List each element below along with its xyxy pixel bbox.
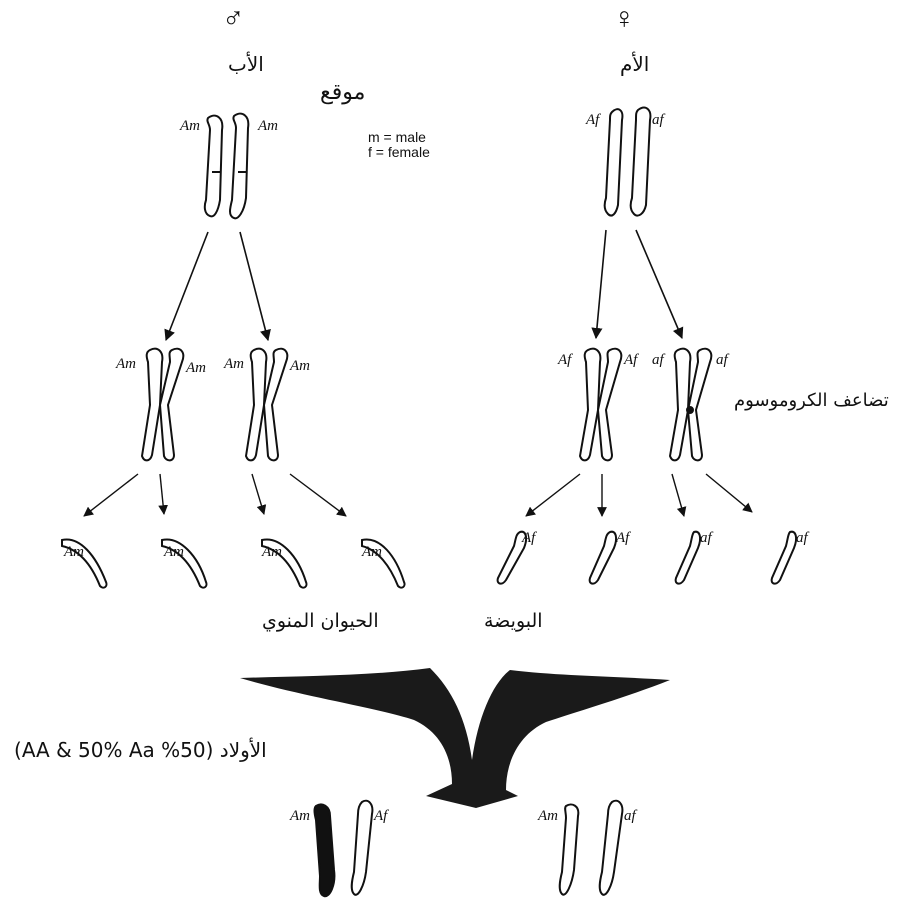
crossover-label: تضاعف الكروموسوم [734,390,889,411]
offspring-pair-1 [315,801,373,896]
sperm-label: الحيوان المنوي [262,610,379,632]
egg-chromosomes [498,532,796,584]
mother-chromosome-pair [605,108,651,216]
allele-mother-left: Af [586,112,599,129]
allele-dup-3a: Af [558,352,571,369]
parent-to-duplication-arrows [166,230,682,340]
allele-dup-2a: Am [224,356,244,373]
allele-father-left: Am [180,118,200,135]
allele-egg-4: af [796,530,808,547]
allele-offspring-1b: Af [374,808,387,825]
father-chromosome-pair [205,114,249,219]
fertilization-shape [240,668,670,808]
allele-dup-3b: Af [624,352,637,369]
locus-label: موقع [320,80,365,105]
allele-offspring-1a: Am [290,808,310,825]
allele-dup-1b: Am [186,360,206,377]
allele-sperm-1: Am [64,544,84,561]
allele-dup-2b: Am [290,358,310,375]
allele-sperm-4: Am [362,544,382,561]
allele-egg-2: Af [616,530,629,547]
allele-egg-3: af [700,530,712,547]
duplication-to-gamete-arrows [84,474,752,516]
allele-egg-1: Af [522,530,535,547]
father-duplicated-chromosomes [142,349,287,461]
legend-male: m = male [368,130,426,145]
female-symbol: ♀ [613,2,636,36]
male-symbol: ♂ [222,2,245,36]
allele-offspring-2a: Am [538,808,558,825]
allele-sperm-3: Am [262,544,282,561]
allele-offspring-2b: af [624,808,636,825]
mother-label: الأم [620,52,649,76]
allele-dup-4b: af [716,352,728,369]
mother-duplicated-chromosomes [580,349,711,461]
father-label: الأب [228,52,264,76]
legend-female: f = female [368,145,430,160]
offspring-label: الأولاد (50% AA & 50% Aa) [14,738,267,762]
offspring-pair-2 [560,801,623,895]
allele-dup-4a: af [652,352,664,369]
allele-dup-1a: Am [116,356,136,373]
allele-father-right: Am [258,118,278,135]
allele-sperm-2: Am [164,544,184,561]
allele-mother-right: af [652,112,664,129]
sperm-chromosomes [62,539,405,587]
egg-label: البويضة [484,610,543,632]
